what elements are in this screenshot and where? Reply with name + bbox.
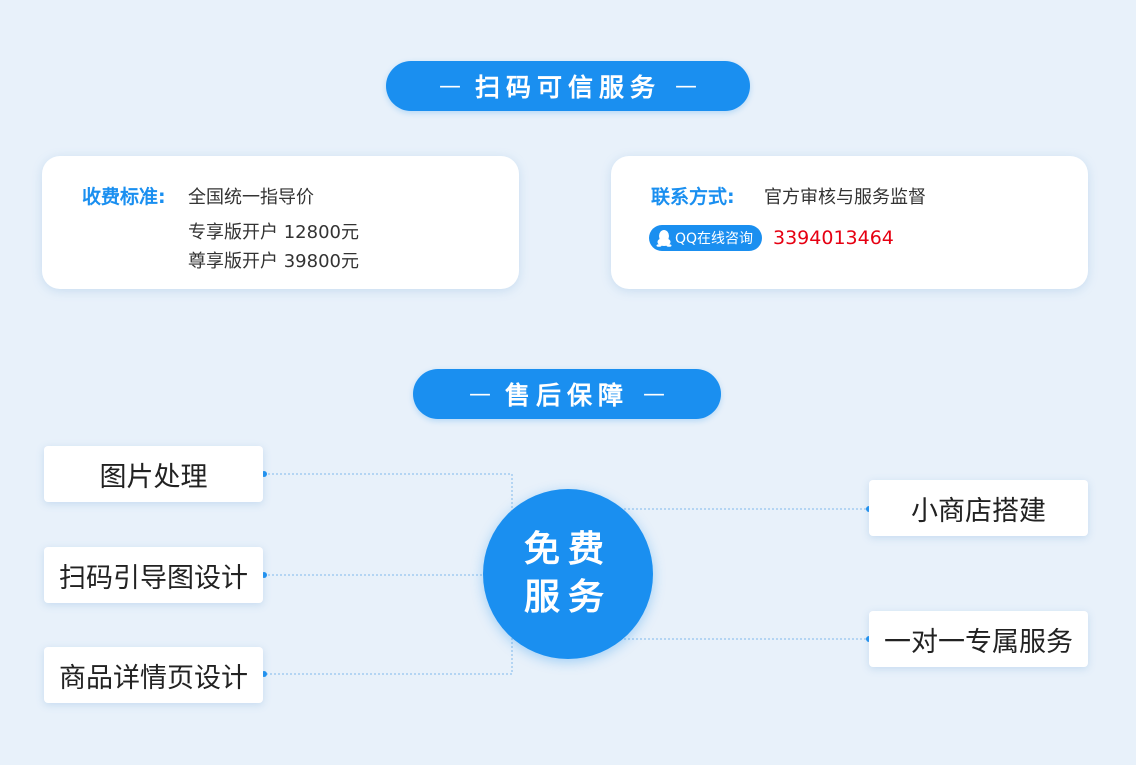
qq-badge-label: QQ在线咨询 <box>675 231 754 247</box>
section-title-scan: — 扫码可信服务 — <box>386 61 750 111</box>
pricing-line-1: 全国统一指导价 <box>188 187 314 208</box>
service-image-processing: 图片处理 <box>44 446 263 502</box>
service-one-on-one: 一对一专属服务 <box>869 611 1088 667</box>
pricing-card: 收费标准: 全国统一指导价 专享版开户 12800元 尊享版开户 39800元 <box>42 156 519 289</box>
title-dash-right: — <box>675 73 697 99</box>
service-mini-store-setup: 小商店搭建 <box>869 480 1088 536</box>
section-title-text: 售后保障 <box>504 381 629 410</box>
pricing-line-2: 专享版开户 12800元 <box>188 222 359 243</box>
title-dash-left: — <box>468 381 491 407</box>
qq-consult-button[interactable]: QQ在线咨询 <box>649 225 763 251</box>
free-service-circle: 免费 服务 <box>483 489 653 659</box>
connector-line <box>264 473 513 675</box>
section-title-after-sales: — 售后保障 — <box>413 369 721 419</box>
contact-label: 联系方式: <box>651 186 735 208</box>
title-dash-right: — <box>643 381 665 407</box>
circle-line-2: 服务 <box>523 577 612 618</box>
qq-number[interactable]: 3394013464 <box>773 227 894 249</box>
title-dash-left: — <box>438 73 461 99</box>
qq-penguin-icon <box>656 229 672 247</box>
contact-card: 联系方式: 官方审核与服务监督 QQ在线咨询 3394013464 <box>611 156 1088 289</box>
service-scan-guide-design: 扫码引导图设计 <box>44 547 263 603</box>
pricing-line-3: 尊享版开户 39800元 <box>188 251 359 272</box>
section-title-text: 扫码可信服务 <box>474 73 661 102</box>
contact-text: 官方审核与服务监督 <box>764 187 926 208</box>
service-product-detail-design: 商品详情页设计 <box>44 647 263 703</box>
pricing-label: 收费标准: <box>82 186 166 208</box>
circle-line-1: 免费 <box>523 529 612 570</box>
